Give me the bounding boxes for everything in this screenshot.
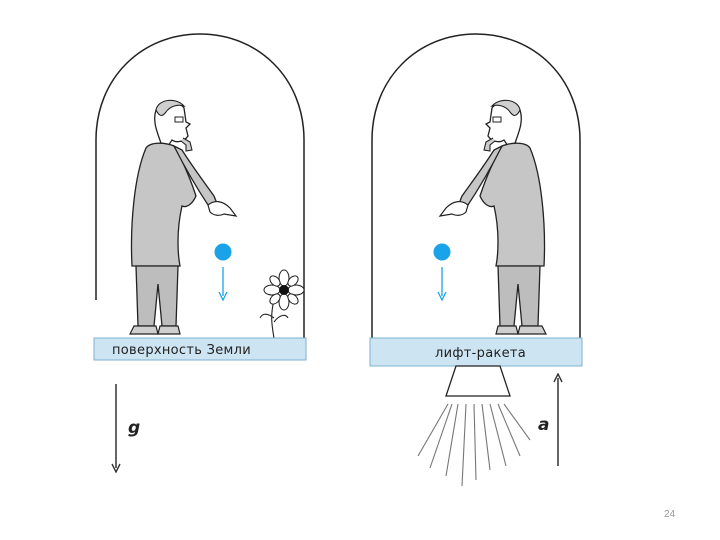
right-floor-label: лифт-ракета bbox=[435, 346, 526, 361]
left-falling-ball bbox=[215, 244, 232, 261]
acceleration-vector-label: a bbox=[538, 415, 549, 435]
right-man-figure bbox=[440, 100, 546, 334]
left-scene: поверхность Земли g bbox=[94, 34, 306, 468]
right-falling-ball bbox=[434, 244, 451, 261]
gravity-vector-label: g bbox=[128, 418, 140, 438]
page-number: 24 bbox=[664, 509, 675, 520]
right-scene: лифт-ракета a bbox=[370, 34, 582, 486]
rocket-nozzle bbox=[446, 366, 510, 396]
exhaust-rays bbox=[418, 404, 530, 486]
left-floor-label: поверхность Земли bbox=[112, 343, 251, 358]
flower-icon bbox=[260, 270, 304, 338]
left-man-figure bbox=[130, 100, 236, 334]
